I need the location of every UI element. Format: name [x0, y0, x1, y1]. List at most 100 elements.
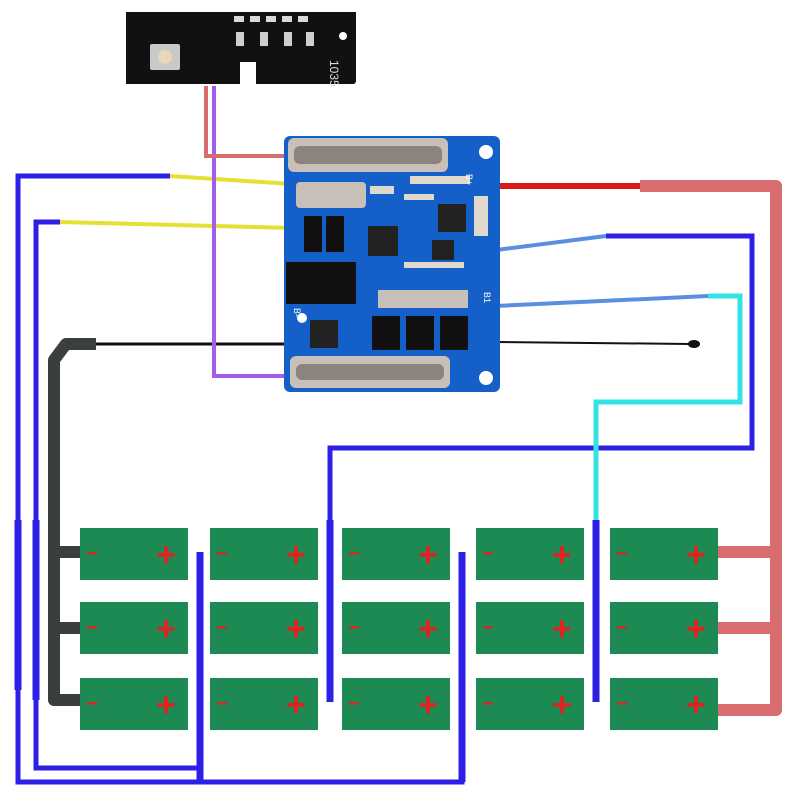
mosfet-icon — [406, 316, 434, 350]
smd-component-icon — [284, 32, 292, 46]
wire-bminus-inner — [33, 219, 202, 771]
mount-hole-icon — [297, 313, 307, 323]
terminal-top-inner — [294, 146, 442, 164]
cell-plus-terminal: + — [552, 536, 572, 574]
battery-cell: −+ — [80, 602, 188, 654]
battery-cell-body — [610, 528, 718, 580]
battery-cell: −+ — [80, 678, 188, 730]
battery-cell: −+ — [476, 678, 584, 730]
cell-plus-terminal: + — [418, 686, 438, 724]
bms-board: B+ B1 B- — [284, 136, 500, 392]
battery-cell: −+ — [210, 602, 318, 654]
battery-cell-body — [610, 678, 718, 730]
wire-lightblue-lead-2 — [495, 294, 709, 308]
mount-hole-icon — [339, 32, 347, 40]
led-icon — [282, 16, 292, 22]
battery-cell-body — [342, 528, 450, 580]
cell-minus-terminal: − — [86, 617, 98, 639]
ic-chip-icon — [368, 226, 398, 256]
wire-b1-tap — [593, 293, 743, 520]
smd-component-icon — [410, 176, 470, 184]
battery-cell: −+ — [210, 678, 318, 730]
mosfet-icon — [440, 316, 468, 350]
cell-minus-terminal: − — [482, 693, 494, 715]
cell-plus-terminal: + — [418, 610, 438, 648]
cell-plus-terminal: + — [686, 686, 706, 724]
wire-ntc-lead — [495, 341, 691, 345]
smd-component-icon — [404, 194, 434, 200]
battery-cell: −+ — [80, 528, 188, 580]
cell-plus-terminal: + — [552, 686, 572, 724]
cell-plus-terminal: + — [156, 536, 176, 574]
smd-component-icon — [474, 196, 488, 236]
wire-pink-indicator — [204, 86, 292, 158]
wire-dark-bus — [48, 338, 96, 706]
cell-minus-terminal: − — [482, 617, 494, 639]
cell-plus-terminal: + — [286, 610, 306, 648]
smd-component-icon — [260, 32, 268, 46]
battery-cell-body — [80, 678, 188, 730]
battery-cells: −+−+−+−+−+−+−+−+−+−+−+−+−+−+−+ — [80, 528, 718, 730]
battery-cell-body — [476, 678, 584, 730]
battery-cell: −+ — [476, 602, 584, 654]
cell-minus-terminal: − — [616, 693, 628, 715]
battery-cell-body — [342, 602, 450, 654]
thermistor-probe-icon — [688, 340, 700, 348]
indicator-board: 1035 — [126, 12, 356, 87]
indicator-board-notch — [240, 62, 256, 84]
cell-minus-terminal: − — [482, 543, 494, 565]
cell-minus-terminal: − — [86, 693, 98, 715]
led-icon — [266, 16, 276, 22]
battery-cell-body — [610, 602, 718, 654]
cell-plus-terminal: + — [686, 610, 706, 648]
cell-minus-terminal: − — [216, 543, 228, 565]
cell-minus-terminal: − — [616, 543, 628, 565]
battery-cell-body — [210, 678, 318, 730]
mosfet-icon — [304, 216, 322, 252]
cell-minus-terminal: − — [348, 617, 360, 639]
ic-chip-icon — [438, 204, 466, 232]
ic-chip-icon — [432, 240, 454, 260]
battery-cell: −+ — [210, 528, 318, 580]
wire-lightblue-lead-1 — [495, 234, 607, 252]
terminal-bottom-inner — [296, 364, 444, 380]
terminal-b1 — [296, 182, 366, 208]
cell-minus-terminal: − — [86, 543, 98, 565]
led-icon — [250, 16, 260, 22]
battery-cell-body — [80, 528, 188, 580]
led-icon — [298, 16, 308, 22]
cell-minus-terminal: − — [216, 617, 228, 639]
wire-bottom-return — [18, 552, 465, 785]
indicator-part-number: 1035 — [327, 60, 341, 87]
cell-plus-terminal: + — [156, 686, 176, 724]
mosfet-icon — [326, 216, 344, 252]
indicator-board-body — [126, 12, 356, 84]
led-icon — [234, 16, 244, 22]
battery-cell-body — [80, 602, 188, 654]
cell-plus-terminal: + — [286, 536, 306, 574]
cell-plus-terminal: + — [552, 610, 572, 648]
battery-cell: −+ — [610, 602, 718, 654]
mosfet-tab-icon — [378, 290, 468, 308]
battery-cell-body — [342, 678, 450, 730]
smd-component-icon — [370, 186, 394, 194]
pad-label-b-minus: B- — [292, 308, 302, 317]
pad-label-b1: B1 — [482, 292, 492, 303]
battery-cell: −+ — [342, 602, 450, 654]
ic-chip-icon — [310, 320, 338, 348]
cell-plus-terminal: + — [418, 536, 438, 574]
button-cap-icon — [158, 50, 172, 64]
battery-cell-body — [210, 528, 318, 580]
battery-cell-body — [210, 602, 318, 654]
smd-component-icon — [236, 32, 244, 46]
mount-hole-icon — [479, 145, 493, 159]
smd-component-icon — [404, 262, 464, 268]
battery-cell: −+ — [610, 678, 718, 730]
mosfet-icon — [372, 316, 400, 350]
battery-cell: −+ — [476, 528, 584, 580]
cell-minus-terminal: − — [216, 693, 228, 715]
cell-plus-terminal: + — [686, 536, 706, 574]
wire-yellow-1 — [169, 174, 293, 186]
